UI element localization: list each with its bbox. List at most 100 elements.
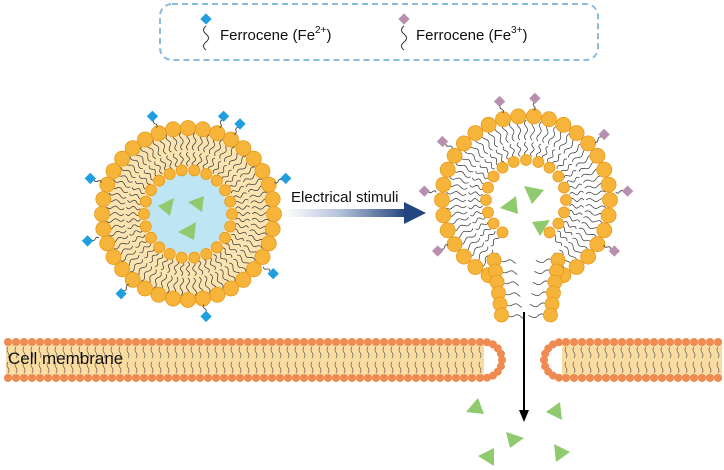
stimulus-arrow-group: Electrical stimuli	[284, 189, 426, 224]
lipid-head	[467, 125, 484, 141]
membrane-head	[20, 338, 28, 346]
lipid-tail	[556, 158, 567, 169]
lipid-tail	[186, 151, 190, 167]
membrane-tail	[278, 346, 282, 359]
lipid-tail	[240, 250, 256, 262]
lipid-tail	[564, 221, 577, 230]
lipid-head	[209, 125, 226, 142]
membrane-tail	[238, 346, 242, 359]
membrane-head	[578, 338, 586, 346]
lipid-tail	[179, 132, 184, 151]
membrane-head	[292, 338, 300, 346]
lipid-head	[210, 174, 223, 187]
lipid-tail	[214, 139, 223, 157]
lipid-tail	[581, 168, 600, 178]
lipid-tail	[179, 152, 184, 167]
cargo-molecule-icon	[524, 186, 544, 204]
membrane-tail	[46, 361, 50, 374]
membrane-head	[156, 374, 164, 382]
membrane-tail	[684, 346, 688, 359]
lipid-tail	[160, 157, 168, 172]
lipid-tail	[204, 275, 211, 294]
membrane-tail	[692, 346, 696, 359]
lipid-tail	[108, 230, 127, 237]
lipid-head	[226, 208, 238, 220]
lipid-tail	[475, 221, 489, 230]
lipid-tail	[167, 259, 174, 273]
membrane-head	[140, 374, 148, 382]
lipid-head	[600, 176, 617, 193]
membrane-head	[540, 356, 548, 364]
membrane-head	[396, 338, 404, 346]
lipid-tail	[213, 254, 222, 267]
membrane-head	[268, 374, 276, 382]
lipid-tail	[245, 240, 263, 249]
membrane-head	[420, 374, 428, 382]
lipid-tail	[179, 261, 185, 276]
membrane-tail	[446, 346, 450, 359]
ferrocene-linker	[274, 178, 283, 184]
lipid-tail	[120, 166, 136, 178]
ferrocene-fe3-icon	[529, 92, 541, 105]
membrane-tail	[644, 361, 648, 374]
membrane-head	[650, 338, 658, 346]
lipid-tail	[234, 223, 249, 229]
membrane-tail	[462, 361, 466, 374]
lipid-tail	[569, 190, 584, 196]
lipid-head	[175, 164, 188, 177]
membrane-head	[682, 374, 690, 382]
membrane-head	[212, 374, 220, 382]
membrane-head	[610, 338, 618, 346]
lipid-head	[114, 261, 130, 278]
membrane-head	[284, 374, 292, 382]
membrane-head	[706, 374, 714, 382]
membrane-tail	[150, 346, 154, 359]
membrane-head	[4, 338, 12, 346]
membrane-head	[172, 374, 180, 382]
membrane-head	[340, 338, 348, 346]
membrane-tail	[126, 346, 130, 359]
membrane-head	[60, 338, 68, 346]
lipid-tail	[507, 314, 524, 319]
membrane-head	[316, 338, 324, 346]
membrane-head	[460, 374, 468, 382]
membrane-head	[714, 338, 722, 346]
membrane-tail	[230, 361, 234, 374]
ferrocene-fe2-icon	[280, 172, 292, 185]
membrane-head	[100, 374, 108, 382]
membrane-head	[594, 338, 602, 346]
lipid-tail	[186, 261, 190, 277]
legend-item-fe3: Ferrocene (Fe3+)	[398, 13, 527, 51]
ferrocene-fe2-icon	[217, 110, 230, 122]
lipid-tail	[143, 170, 155, 181]
membrane-head	[666, 338, 674, 346]
membrane-tail	[596, 361, 600, 374]
lipid-head	[525, 108, 542, 125]
membrane-head	[204, 374, 212, 382]
lipid-head	[455, 135, 472, 152]
lipid-tail	[165, 134, 172, 153]
membrane-tail	[102, 361, 106, 374]
membrane-head	[674, 338, 682, 346]
membrane-head	[308, 338, 316, 346]
ferrocene-fe3-icon	[608, 245, 620, 257]
released-cargo-icon	[554, 444, 570, 462]
lipid-tail	[228, 238, 241, 248]
ferrocene-linker	[219, 119, 223, 128]
lipid-tail	[468, 191, 483, 196]
ferrocene-fe3-icon	[493, 95, 506, 108]
lipid-head	[589, 147, 606, 164]
lipid-tail	[516, 142, 522, 157]
intact-liposome	[81, 110, 292, 323]
membrane-head	[292, 374, 300, 382]
released-cargo-icon	[466, 398, 484, 414]
lipid-head	[260, 176, 277, 193]
lipid-head	[224, 195, 237, 208]
lipid-tail	[140, 146, 152, 162]
ferrocene-linker	[93, 179, 102, 183]
membrane-head	[444, 338, 452, 346]
membrane-head	[594, 374, 602, 382]
lipid-tail	[225, 174, 237, 185]
lipid-tail	[467, 198, 483, 202]
legend-label-fe2: Ferrocene (Fe2+)	[220, 25, 331, 44]
